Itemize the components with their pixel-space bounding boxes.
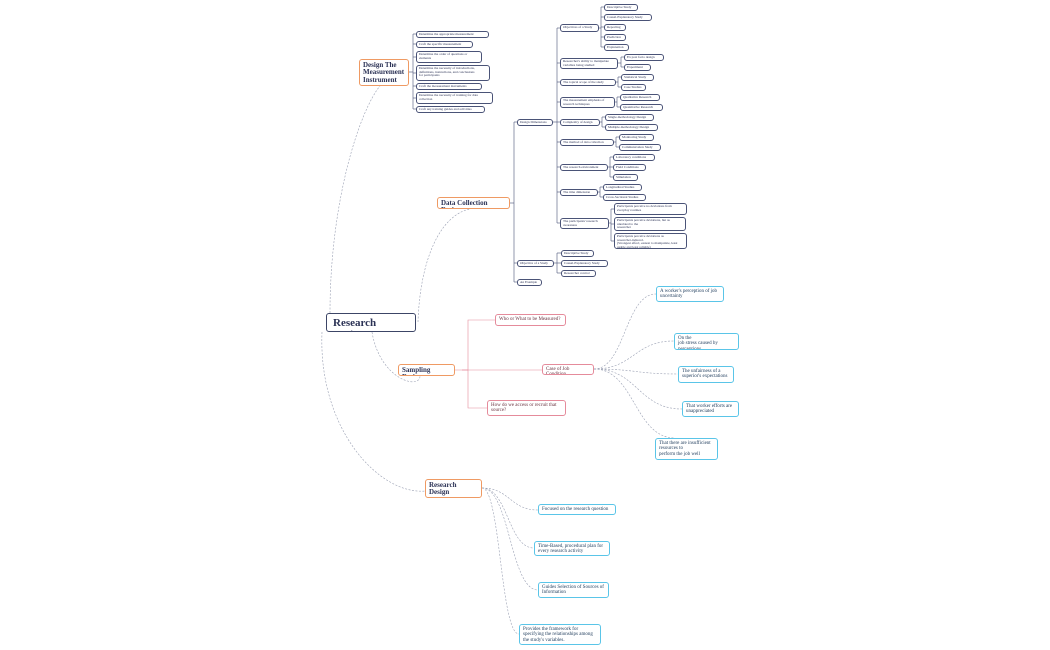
job-condition-item[interactable]: On the job stress caused by perceptions xyxy=(674,333,739,350)
measurement-instrument-topic[interactable]: Design The Measurement Instrument xyxy=(359,59,409,86)
environment-item[interactable]: Field Conditions xyxy=(613,164,646,171)
time-item[interactable]: Cross-Sectional Studies xyxy=(603,194,646,201)
objective-study-item[interactable]: Researcher control xyxy=(561,270,596,277)
connector-line xyxy=(593,293,657,370)
objective-item[interactable]: Reporting xyxy=(604,24,626,31)
design-properties-topic[interactable]: Research Design Properties xyxy=(425,479,482,498)
manipulation-node[interactable]: Researcher's ability to manipulate varia… xyxy=(560,58,618,69)
connector-line xyxy=(371,331,421,383)
emphasis-item[interactable]: Qualitative Research xyxy=(620,94,660,101)
awareness-item[interactable]: Participants perceive deviations, but as… xyxy=(614,217,686,231)
data-collection-method-node[interactable]: The method of data collection xyxy=(560,139,614,146)
objective-study-item[interactable]: Causal-Explanatory Study xyxy=(561,260,608,267)
connector-line xyxy=(321,331,426,492)
connector-line xyxy=(481,487,535,549)
connector-line xyxy=(462,369,487,409)
environment-item[interactable]: Laboratory conditions xyxy=(613,154,655,161)
sampling-design-topic[interactable]: Sampling Design xyxy=(398,364,455,376)
connector-line xyxy=(593,340,675,370)
job-condition-item[interactable]: A worker's perception of job uncertainty xyxy=(656,286,724,302)
topical-item[interactable]: Case Studies xyxy=(621,84,646,91)
how-recruit-node[interactable]: How do we access or recruit that source? xyxy=(487,400,566,416)
objective-item[interactable]: Explanation xyxy=(604,44,629,51)
who-measured-node[interactable]: Who or What to be Measured? xyxy=(495,314,566,326)
collection-item[interactable]: Monitoring Study xyxy=(619,134,654,141)
awareness-item[interactable]: Participants perceive deviations as rese… xyxy=(614,233,687,249)
connector-line xyxy=(593,368,679,375)
connector-line xyxy=(481,487,520,635)
measurement-step[interactable]: Craft any training guides and activities xyxy=(416,106,485,113)
measurement-step[interactable]: Determine the necessity of training for … xyxy=(416,92,493,104)
measurement-step[interactable]: Craft the specific measurement xyxy=(416,41,473,48)
job-condition-item[interactable]: The unfairness of a superior's expectati… xyxy=(678,366,734,383)
example-node[interactable]: An Example xyxy=(517,279,542,286)
data-collection-topic[interactable]: Data Collection Design xyxy=(437,197,510,209)
manipulation-item[interactable]: Experiment xyxy=(624,64,651,71)
property-item[interactable]: Focused on the research question xyxy=(538,504,616,515)
research-awareness-node[interactable]: The participants' research awareness xyxy=(560,218,609,229)
connector-line xyxy=(593,368,683,410)
connector-line xyxy=(462,319,495,371)
root-topic[interactable]: Research Design xyxy=(326,313,416,332)
complexity-node[interactable]: Complexity of design xyxy=(560,119,600,126)
time-dimension-node[interactable]: The time dimension xyxy=(560,189,598,196)
objectives-study-node[interactable]: Objectives of a Study xyxy=(560,24,599,32)
design-dimensions-node[interactable]: Design Dimensions xyxy=(517,119,553,126)
measurement-step[interactable]: Determine the necessity of introductions… xyxy=(416,65,490,81)
connector-line xyxy=(481,487,539,591)
property-item[interactable]: Time-Based, procedural plan for every re… xyxy=(534,541,610,556)
objective-study-node[interactable]: Objective of a Study xyxy=(517,260,554,267)
connector-line xyxy=(417,208,471,323)
time-item[interactable]: Longitudinal Studies xyxy=(603,184,642,191)
research-environment-node[interactable]: The research environment xyxy=(560,164,608,171)
environment-item[interactable]: Simulation xyxy=(613,174,638,181)
topical-item[interactable]: Statistical Study xyxy=(621,74,654,81)
collection-item[interactable]: Communication Study xyxy=(619,144,661,151)
complexity-item[interactable]: Multiple-methodology Design xyxy=(605,124,658,131)
connector-line xyxy=(481,487,539,511)
objective-item[interactable]: Causal-Explanatory Study xyxy=(604,14,652,21)
property-item[interactable]: Provides the framework for specifying th… xyxy=(519,624,601,645)
connector-line xyxy=(329,85,381,314)
job-condition-item[interactable]: That worker efforts are unappreciated xyxy=(682,401,739,417)
measurement-step[interactable]: Determine the appropriate measurement xyxy=(416,31,489,38)
objective-item[interactable]: Descriptive Study xyxy=(604,4,638,11)
property-item[interactable]: Guides Selection of Sources of Informati… xyxy=(538,582,609,598)
awareness-item[interactable]: Participants perceive no deviations from… xyxy=(614,203,687,215)
topical-scope-node[interactable]: The topical scope of the study xyxy=(560,79,616,86)
objective-study-item[interactable]: Descriptive Study xyxy=(561,250,594,257)
measurement-emphasis-node[interactable]: The measurement emphasis of research tec… xyxy=(560,97,615,108)
job-condition-case-node[interactable]: Case of Job Condition xyxy=(542,364,594,375)
complexity-item[interactable]: Single-methodology Design xyxy=(605,114,654,121)
emphasis-item[interactable]: Quantitative Research xyxy=(620,104,663,111)
measurement-step[interactable]: Determine the order of questions or elem… xyxy=(416,51,482,63)
objective-item[interactable]: Prediction xyxy=(604,34,626,41)
measurement-step[interactable]: Craft the measurement instruments xyxy=(416,83,482,90)
job-condition-item[interactable]: That there are insufficient resources to… xyxy=(655,438,718,460)
manipulation-item[interactable]: Ex post facto design xyxy=(624,54,664,61)
connector-line xyxy=(593,368,676,439)
